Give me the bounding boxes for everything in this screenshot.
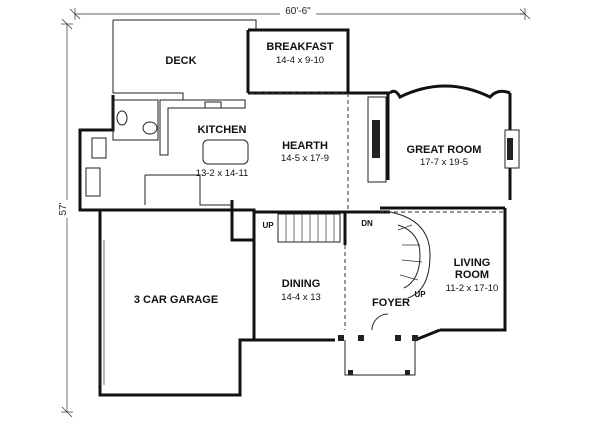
dining-size: 14-4 x 13 (281, 292, 321, 303)
kitchen-size: 13-2 x 14-11 (196, 168, 249, 179)
walls (78, 19, 512, 397)
great-room-name: GREAT ROOM (407, 144, 482, 156)
breakfast-size: 14-4 x 9-10 (276, 55, 324, 66)
interior-details (85, 92, 520, 385)
depth-dimension: 57' (58, 202, 69, 215)
stair-up-label-left: UP (262, 221, 274, 230)
living-room-size: 11-2 x 17-10 (446, 283, 499, 294)
breakfast-name: BREAKFAST (266, 41, 334, 53)
dining-name: DINING (282, 278, 321, 290)
deck-name: DECK (165, 55, 196, 67)
foyer-name: FOYER (372, 297, 410, 309)
width-dimension: 60'-6" (285, 6, 311, 17)
garage-name: 3 CAR GARAGE (134, 294, 218, 306)
living-room-name-line2: ROOM (455, 269, 489, 281)
stair-labels: UP DN UP (262, 219, 426, 299)
hearth-name: HEARTH (282, 140, 328, 152)
stair-down-label: DN (361, 219, 373, 228)
room-labels: BREAKFAST 14-4 x 9-10 DECK KITCHEN 13-2 … (134, 41, 498, 309)
kitchen-name: KITCHEN (198, 124, 247, 136)
stair-up-label-foyer: UP (414, 290, 426, 299)
living-room-name-line1: LIVING (454, 257, 491, 269)
hearth-size: 14-5 x 17-9 (281, 153, 329, 164)
great-room-size: 17-7 x 19-5 (420, 157, 468, 168)
